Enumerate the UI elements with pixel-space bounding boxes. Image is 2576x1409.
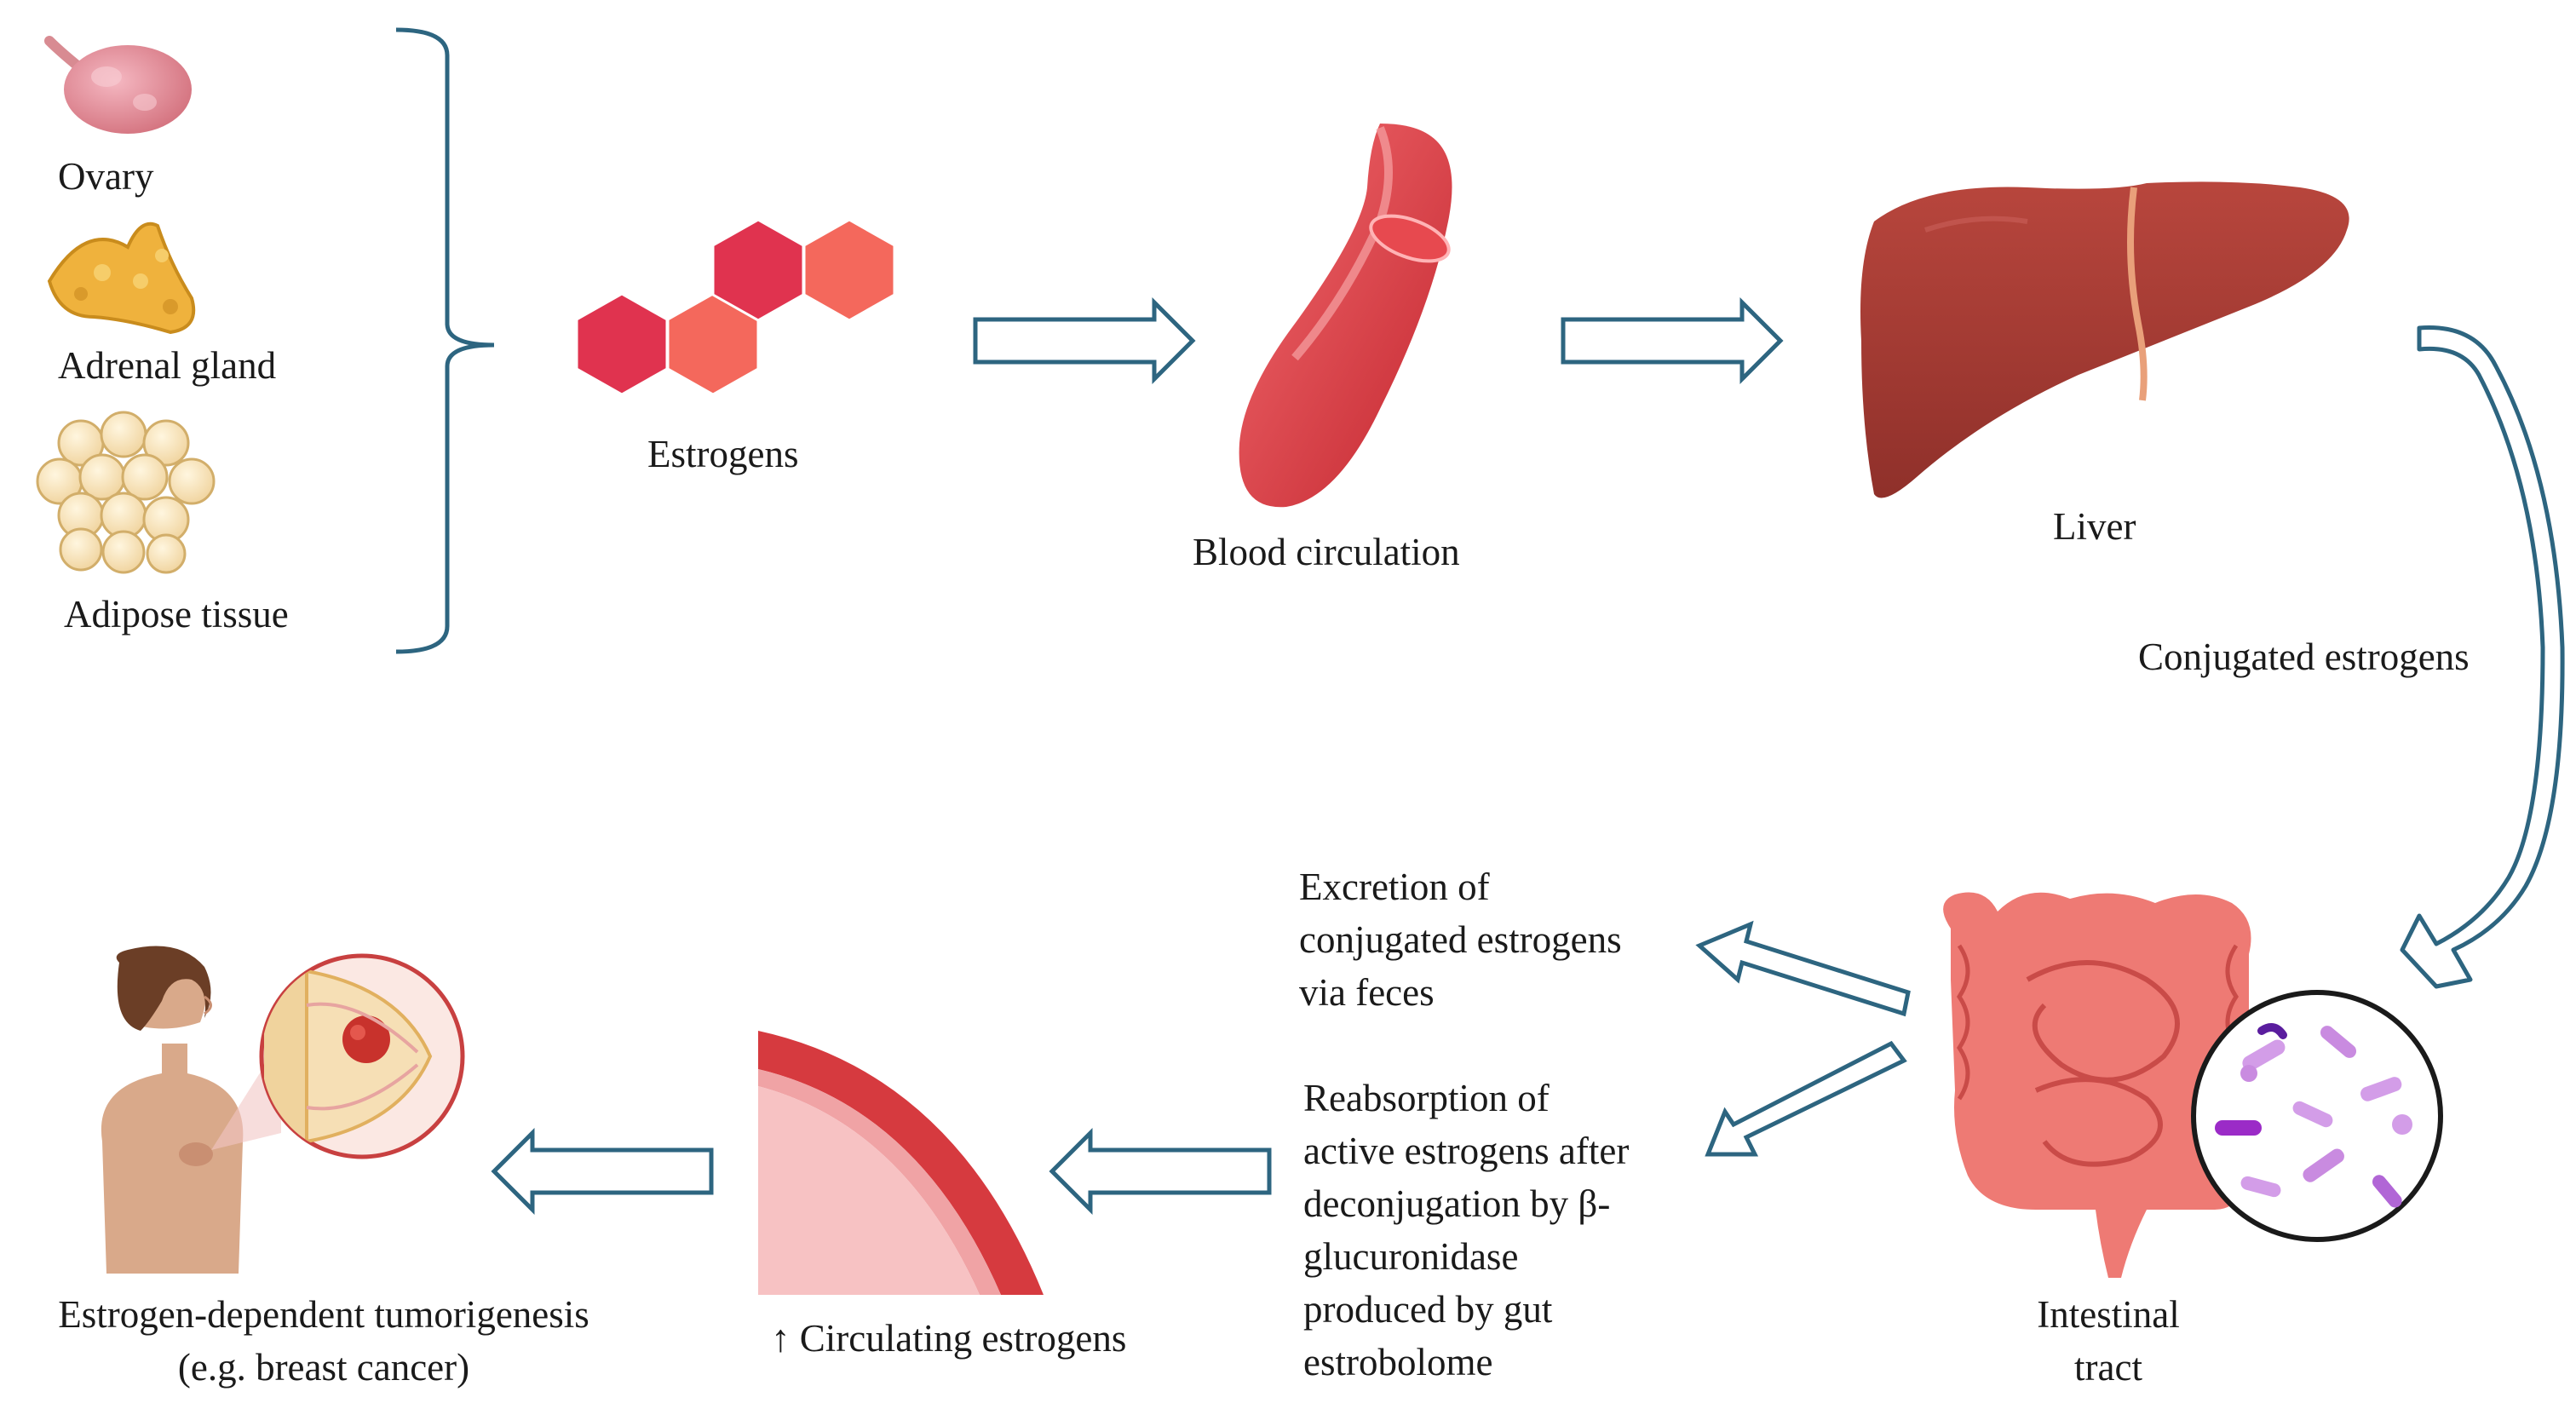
blood-vessel-illustration	[1239, 124, 1452, 508]
arrow-to-reabsorption	[1705, 1040, 1907, 1157]
gut-microbiota-inset	[2191, 990, 2443, 1242]
label-adrenal-gland: Adrenal gland	[58, 344, 277, 387]
label-tumorigenesis: Estrogen-dependent tumorigenesis (e.g. b…	[58, 1293, 589, 1389]
label-intestinal-tract: Intestinal tract	[2037, 1293, 2180, 1389]
intestinal-tract-illustration	[1943, 892, 2251, 1278]
arrow-blood-to-liver	[1561, 296, 1784, 385]
label-excretion: Excretion of conjugated estrogens via fe…	[1299, 866, 1622, 1014]
arrow-to-tumorigenesis	[491, 1127, 714, 1216]
label-blood-circulation: Blood circulation	[1193, 531, 1460, 573]
label-reabsorption: Reabsorption of active estrogens after d…	[1303, 1077, 1630, 1383]
arrow-to-excretion	[1695, 920, 1911, 1017]
sources-bracket	[395, 27, 495, 654]
label-ovary: Ovary	[58, 155, 154, 198]
arrow-liver-to-intestine	[2400, 325, 2565, 989]
vessel-wall-illustration	[758, 1031, 1044, 1295]
adipose-tissue-illustration	[36, 411, 216, 574]
label-circulating-estrogens: ↑ Circulating estrogens	[771, 1317, 1127, 1360]
liver-illustration	[1860, 181, 2349, 498]
estrogen-molecule-icon	[575, 218, 896, 396]
woman-figure-illustration	[101, 946, 244, 1274]
arrow-estrogens-to-blood	[973, 296, 1196, 385]
breast-cancer-inset	[211, 953, 465, 1159]
label-adipose-tissue: Adipose tissue	[64, 593, 289, 635]
label-liver: Liver	[2053, 505, 2136, 548]
ovary-illustration	[44, 36, 192, 134]
label-conjugated-estrogens: Conjugated estrogens	[2138, 635, 2470, 678]
label-estrogens: Estrogens	[647, 433, 799, 475]
adrenal-gland-illustration	[47, 221, 196, 335]
arrow-to-circulating	[1049, 1127, 1272, 1216]
